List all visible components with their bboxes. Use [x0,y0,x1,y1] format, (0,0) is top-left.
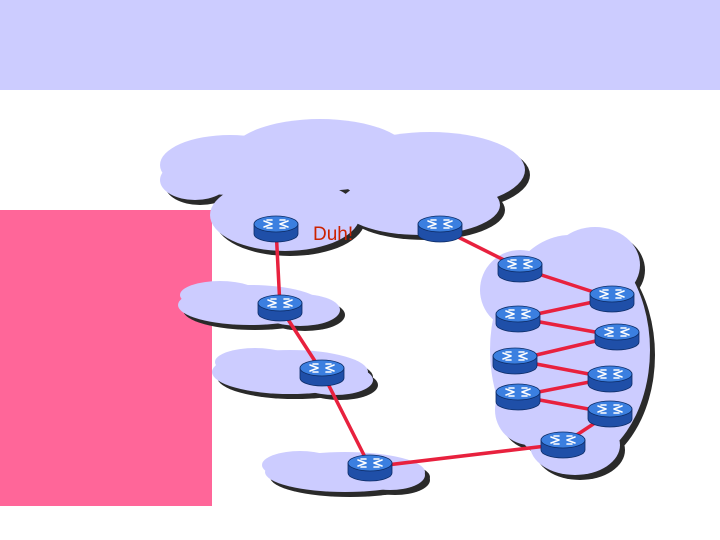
router-icon-r12 [587,365,633,393]
router-icon-r6 [497,255,543,283]
router-icon-r13 [587,400,633,428]
side-block [0,210,212,506]
router-icon-r7 [495,305,541,333]
router-icon-r10 [589,285,635,313]
cloud-4 [262,451,430,497]
router-icon-r8 [492,347,538,375]
routers-layer [253,215,640,482]
router-icon-r4 [299,359,345,387]
router-icon-r11 [594,323,640,351]
router-icon-r3 [257,294,303,322]
router-icon-r14 [540,431,586,459]
router-icon-r9 [495,383,541,411]
router-icon-r2 [417,215,463,243]
link-r4-r5 [320,370,372,469]
top-band [0,0,720,90]
duh-label: Duh! [313,224,354,245]
cloud-3 [212,348,378,400]
router-icon-r1 [253,215,299,243]
router-icon-r5 [347,454,393,482]
link-r5-r14 [368,442,565,469]
